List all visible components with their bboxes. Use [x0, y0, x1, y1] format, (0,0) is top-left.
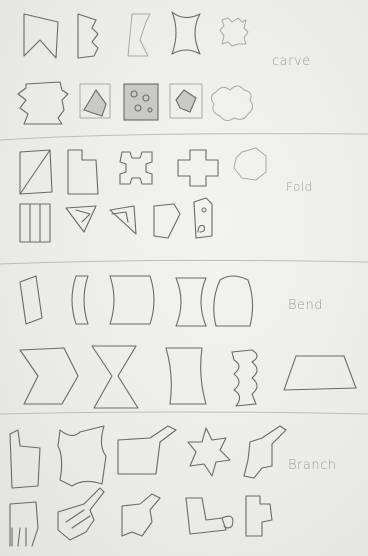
carve-row-1 — [24, 12, 248, 58]
branch-shape-10 — [246, 496, 272, 536]
fold-shape-8 — [110, 206, 136, 234]
fold-shape-5 — [234, 148, 266, 180]
carve-shape-7-inner — [84, 90, 106, 116]
bend-shape-10 — [284, 356, 356, 390]
branch-shape-4 — [188, 428, 230, 476]
fold-shape-10-hole — [202, 208, 206, 212]
fold-shape-6 — [20, 204, 50, 242]
bend-shape-3 — [110, 276, 154, 324]
fold-row-2 — [20, 198, 212, 242]
bend-shape-6 — [20, 348, 78, 404]
bend-shape-4 — [176, 278, 206, 326]
divider-fold-bend — [0, 260, 368, 264]
bend-shape-7 — [92, 346, 138, 408]
fold-row-1 — [20, 148, 266, 194]
bend-shape-8 — [166, 348, 206, 404]
section-label-bend: Bend — [288, 298, 323, 313]
branch-row-2 — [10, 488, 272, 546]
branch-shape-5 — [244, 426, 286, 478]
fold-shape-3 — [120, 152, 152, 184]
divider-carve-fold — [0, 134, 368, 140]
fold-shape-2 — [68, 150, 98, 194]
section-label-carve: carve — [272, 54, 311, 69]
branch-shape-3 — [118, 426, 176, 474]
fold-shape-4 — [178, 150, 218, 186]
carve-shape-4 — [172, 12, 200, 54]
section-label-fold: Fold — [286, 180, 313, 194]
carve-shape-6 — [18, 82, 68, 124]
carve-shape-3 — [128, 14, 150, 56]
branch-shape-6 — [10, 502, 38, 546]
bend-shape-1 — [20, 276, 42, 324]
branch-row-1 — [10, 426, 286, 488]
branch-shape-8 — [122, 494, 160, 536]
branch-shape-7 — [58, 488, 104, 540]
fold-shape-7 — [66, 206, 96, 232]
branch-shape-9 — [186, 498, 226, 534]
divider-bend-branch — [0, 412, 368, 414]
bend-row-2 — [20, 346, 356, 408]
fold-shape-10-curl — [198, 226, 205, 232]
branch-shape-2 — [58, 426, 106, 486]
fold-shape-1-crease — [20, 150, 50, 194]
section-label-branch: Branch — [288, 458, 336, 473]
branch-shape-7-stroke — [66, 510, 90, 528]
carve-shape-2 — [78, 14, 98, 58]
carve-row-2 — [18, 82, 253, 124]
carve-shape-5 — [220, 18, 248, 46]
bend-shape-5 — [214, 276, 253, 326]
carve-shape-10 — [211, 86, 252, 121]
bend-row-1 — [20, 276, 253, 326]
fold-shape-9 — [154, 204, 180, 238]
bend-shape-2 — [72, 276, 88, 324]
carve-shape-1 — [24, 14, 58, 58]
bend-shape-9 — [232, 350, 257, 406]
carve-shape-9-inner — [176, 90, 196, 112]
carve-shape-8 — [124, 84, 158, 120]
fold-shape-7-flap — [76, 210, 90, 222]
branch-shape-1 — [10, 430, 40, 488]
fold-shape-8-flap — [112, 212, 128, 222]
